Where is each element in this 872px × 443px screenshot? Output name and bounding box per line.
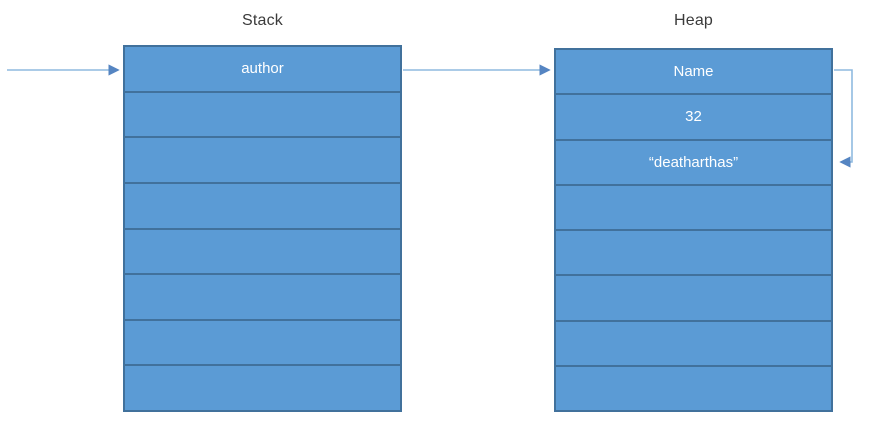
stack-row-empty-7 bbox=[125, 364, 400, 410]
stack-row-empty-2 bbox=[125, 136, 400, 182]
stack-row-empty-3 bbox=[125, 181, 400, 228]
stack-row-empty-5 bbox=[125, 273, 400, 319]
heap-table: Name 32 “deatharthas” bbox=[554, 48, 833, 412]
heap-row-empty-7 bbox=[556, 364, 831, 410]
heap-row-empty-5 bbox=[556, 274, 831, 319]
heap-row-empty-4 bbox=[556, 229, 831, 274]
stack-row-empty-6 bbox=[125, 318, 400, 365]
stack-row-empty-4 bbox=[125, 227, 400, 274]
heap-row-empty-3 bbox=[556, 183, 831, 229]
heap-name-to-string-arrow bbox=[834, 69, 853, 168]
stack-title: Stack bbox=[241, 12, 283, 29]
stack-table: author bbox=[123, 45, 402, 412]
heap-row-name: Name bbox=[673, 63, 714, 81]
heap-row-string: “deatharthas” bbox=[556, 138, 831, 184]
heap-row-age: 32 bbox=[556, 93, 831, 138]
heap-row-empty-6 bbox=[556, 319, 831, 365]
stack-row-author: author bbox=[241, 60, 284, 78]
stack-row-empty-1 bbox=[125, 90, 400, 137]
heap-title: Heap bbox=[673, 12, 714, 29]
